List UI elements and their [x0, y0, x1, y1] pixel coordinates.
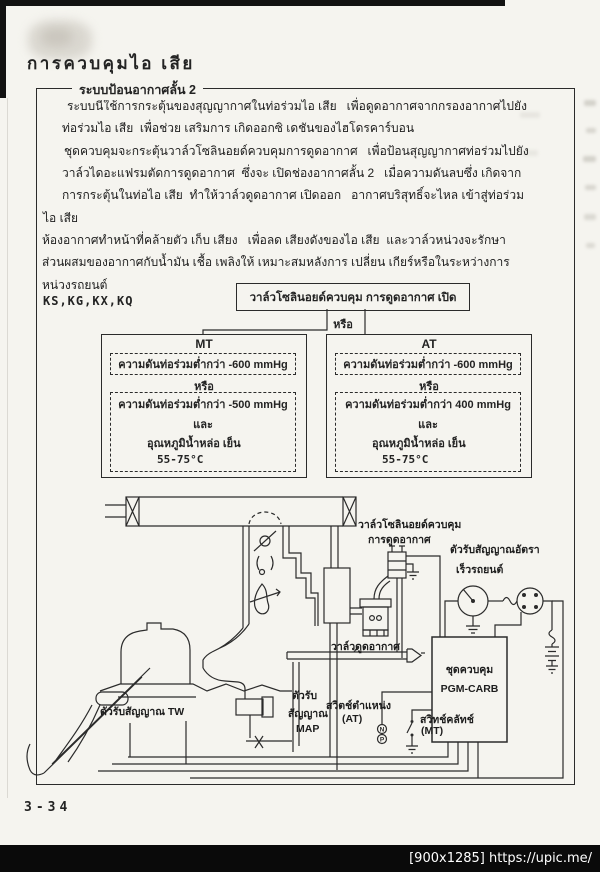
suction-pipe — [286, 647, 425, 663]
bleed-through-mark — [520, 112, 540, 118]
mt-and-label: และ — [193, 419, 213, 431]
control-unit-label: ชุดควบคุม — [445, 664, 494, 676]
at-switch-label: สวิตช์ตำแหน่ง — [326, 700, 391, 712]
mt-condition2-temp: อุณหภูมิน้ำหล่อ เย็น — [147, 438, 241, 450]
at-condition2-range: 55-75°C — [382, 453, 429, 466]
bleed-through-mark — [586, 128, 596, 133]
at-or-label: หรือ — [419, 381, 439, 393]
at-condition-box: AT ความดันท่อร่วมต่ำกว่า -600 mmHg หรือ … — [326, 334, 532, 478]
at-switch-n-label: N — [380, 727, 385, 734]
battery-icon — [543, 600, 559, 674]
scan-edge-top — [0, 0, 505, 6]
air-chamber — [323, 526, 362, 770]
at-condition2-pressure: ความดันท่อร่วมต่ำกว่า 400 mmHg — [345, 399, 511, 411]
page-title: การควบคุมไอ เสีย — [27, 54, 195, 73]
air-duct — [105, 496, 357, 527]
speed-sensor-label: ตัวรับสัญญาณอัตรา — [450, 544, 540, 556]
body-text-line: ส่วนผสมของอากาศกับน้ำมัน เชื้อ เพลิงให้ … — [42, 255, 510, 269]
control-unit-label: PGM-CARB — [440, 683, 499, 695]
section-frame-label: ระบบป้อนอากาศลั้น 2 — [72, 80, 203, 100]
fuse-icon — [488, 596, 518, 606]
suction-cut-valve — [359, 575, 392, 637]
flowchart-root-label: วาล์วโซลินอยด์ควบคุม การดูดอากาศ เปิด — [249, 292, 457, 304]
map-sensor-label: MAP — [296, 723, 320, 735]
mt-condition2-range: 55-75°C — [157, 453, 204, 466]
mt-title: MT — [195, 337, 213, 351]
at-title: AT — [421, 337, 437, 351]
flowchart-or-label: หรือ — [333, 319, 353, 331]
map-sensor-label: ตัวรับ — [292, 690, 318, 702]
page-number: 3-34 — [24, 800, 72, 815]
mt-condition-box: MT ความดันท่อร่วมต่ำกว่า -600 mmHg หรือ … — [101, 334, 307, 478]
body-text-line: ท่อร่วมไอ เสีย เพื่อช่วย เสริมการ เกิดออ… — [62, 121, 415, 135]
tw-sensor-label: ตัวรับสัญญาณ TW — [100, 706, 185, 718]
clutch-switch-label: (MT) — [421, 725, 444, 737]
at-and-label: และ — [418, 419, 438, 431]
mt-or-label: หรือ — [194, 381, 214, 393]
speedometer-gauge-icon — [444, 585, 489, 637]
at-condition1-box: ความดันท่อร่วมต่ำกว่า -600 mmHg — [335, 353, 521, 375]
control-unit-box — [431, 636, 508, 743]
scan-edge-left — [0, 6, 6, 98]
bleed-through-mark — [583, 156, 596, 162]
model-codes: KS,KG,KX,KQ — [43, 294, 134, 308]
section-frame — [36, 88, 575, 785]
mt-condition2-pressure: ความดันท่อร่วมต่ำกว่า -500 mmHg — [118, 399, 288, 411]
body-text-line: การกระตุ้นในท่อไอ เสีย ทำให้วาล์วดูดอากา… — [62, 188, 525, 202]
at-condition2-box: ความดันท่อร่วมต่ำกว่า 400 mmHg และ อุณหภ… — [335, 392, 521, 472]
scan-crease — [7, 98, 8, 798]
flowchart-root-box: วาล์วโซลินอยด์ควบคุม การดูดอากาศ เปิด — [236, 283, 470, 311]
wiring-bundle — [98, 600, 564, 779]
mt-condition1: ความดันท่อร่วมต่ำกว่า -600 mmHg — [118, 359, 288, 371]
bleed-through-mark — [586, 243, 595, 248]
body-text-line: ระบบนี้ใช้การกระตุ้นของสุญญากาศในท่อร่วม… — [67, 99, 527, 113]
bleed-through-mark — [584, 214, 596, 220]
solenoid-valve-label: วาล์วโซลินอยด์ควบคุม — [358, 519, 462, 531]
solenoid-valve-label: การดูดอากาศ — [368, 534, 431, 546]
watermark-bar: [900x1285] https://upic.me/ — [0, 845, 600, 872]
body-text-line: หน่วงรถยนต์ — [42, 278, 108, 292]
body-text-line: ห้องอากาศทำหน้าที่คล้ายตัว เก็บ เสียง เพ… — [42, 233, 506, 247]
ground-icon — [546, 665, 558, 674]
map-sensor-icon — [202, 662, 300, 752]
body-text-line: วาล์วไดอะแฟรมตัดการดูดอากาศ ซึ่งจะ เปิดช… — [62, 166, 522, 180]
at-position-switch-icon: N P — [376, 691, 432, 745]
at-switch-label: (AT) — [342, 713, 363, 725]
tw-sensor-icon — [95, 691, 129, 706]
ignition-switch-icon — [494, 587, 544, 637]
flowchart-connector-lines — [202, 309, 366, 334]
bleed-through-mark — [584, 100, 596, 106]
carburetor — [211, 511, 319, 653]
clutch-switch-icon — [406, 709, 432, 754]
watermark-text: [900x1285] https://upic.me/ — [409, 851, 592, 866]
body-text-line: ชุดควบคุมจะกระตุ้นวาล์วโซลินอยด์ควบคุมกา… — [64, 144, 529, 158]
map-sensor-label: สัญญาณ — [288, 708, 328, 720]
ground-icon — [466, 616, 480, 634]
bleed-through-mark — [585, 185, 596, 190]
at-switch-p-label: P — [380, 737, 385, 744]
ground-icon — [407, 571, 419, 580]
speed-sensor-label: เร็วรถยนต์ — [456, 564, 504, 576]
solenoid-valve-icon — [387, 545, 441, 658]
ground-icon — [406, 745, 418, 754]
scan-smudge — [42, 28, 72, 46]
bleed-through-mark — [522, 150, 538, 156]
mt-condition1-box: ความดันท่อร่วมต่ำกว่า -600 mmHg — [110, 353, 296, 375]
mt-condition2-box: ความดันท่อร่วมต่ำกว่า -500 mmHg และ อุณห… — [110, 392, 296, 472]
clutch-switch-label: สวิทช์คลัทช์ — [420, 714, 474, 726]
at-condition1: ความดันท่อร่วมต่ำกว่า -600 mmHg — [343, 359, 513, 371]
suction-valve-label: วาล์วดูดอากาศ — [331, 641, 400, 653]
at-condition2-temp: อุณหภูมิน้ำหล่อ เย็น — [372, 438, 466, 450]
body-text-line: ไอ เสีย — [43, 211, 79, 225]
